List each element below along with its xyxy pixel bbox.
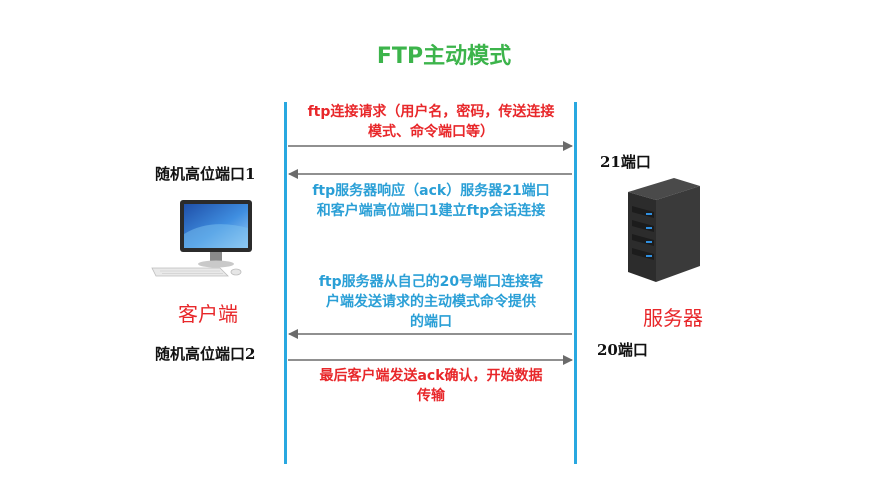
message-line: ftp服务器响应（ack）服务器21端口 bbox=[312, 183, 550, 199]
message-line: ftp连接请求（用户名，密码，传送连接 bbox=[307, 104, 555, 120]
message-server-ack: ftp服务器响应（ack）服务器21端口 和客户端高位端口1建立ftp会话连接 bbox=[290, 181, 572, 221]
message-line: 最后客户端发送ack确认，开始数据 bbox=[319, 368, 543, 384]
server-rack-icon bbox=[628, 178, 700, 282]
diagram-title: FTP主动模式 bbox=[376, 44, 512, 69]
message-line: ftp服务器从自己的20号端口连接客 bbox=[318, 274, 544, 290]
message-data-connect: ftp服务器从自己的20号端口连接客 户端发送请求的主动模式命令提供 的端口 bbox=[290, 272, 572, 332]
computer-monitor-icon bbox=[151, 200, 252, 277]
message-line: 和客户端高位端口1建立ftp会话连接 bbox=[316, 203, 546, 219]
server-port21-label: 21端口 bbox=[600, 153, 651, 171]
message-client-ack: 最后客户端发送ack确认，开始数据 传输 bbox=[290, 366, 572, 406]
server-name: 服务器 bbox=[643, 306, 703, 330]
server-port20-label: 20端口 bbox=[597, 341, 648, 359]
message-connect-request: ftp连接请求（用户名，密码，传送连接 模式、命令端口等） bbox=[290, 102, 572, 142]
message-line: 传输 bbox=[417, 388, 445, 404]
client-lifeline bbox=[284, 102, 287, 464]
message-line: 户端发送请求的主动模式命令提供 bbox=[326, 294, 536, 310]
message-line: 模式、命令端口等） bbox=[368, 124, 494, 140]
client-port2-label: 随机高位端口2 bbox=[155, 345, 256, 363]
client-port1-label: 随机高位端口1 bbox=[155, 165, 256, 183]
message-line: 的端口 bbox=[410, 314, 452, 330]
server-lifeline bbox=[574, 102, 577, 464]
client-name: 客户端 bbox=[178, 302, 238, 326]
